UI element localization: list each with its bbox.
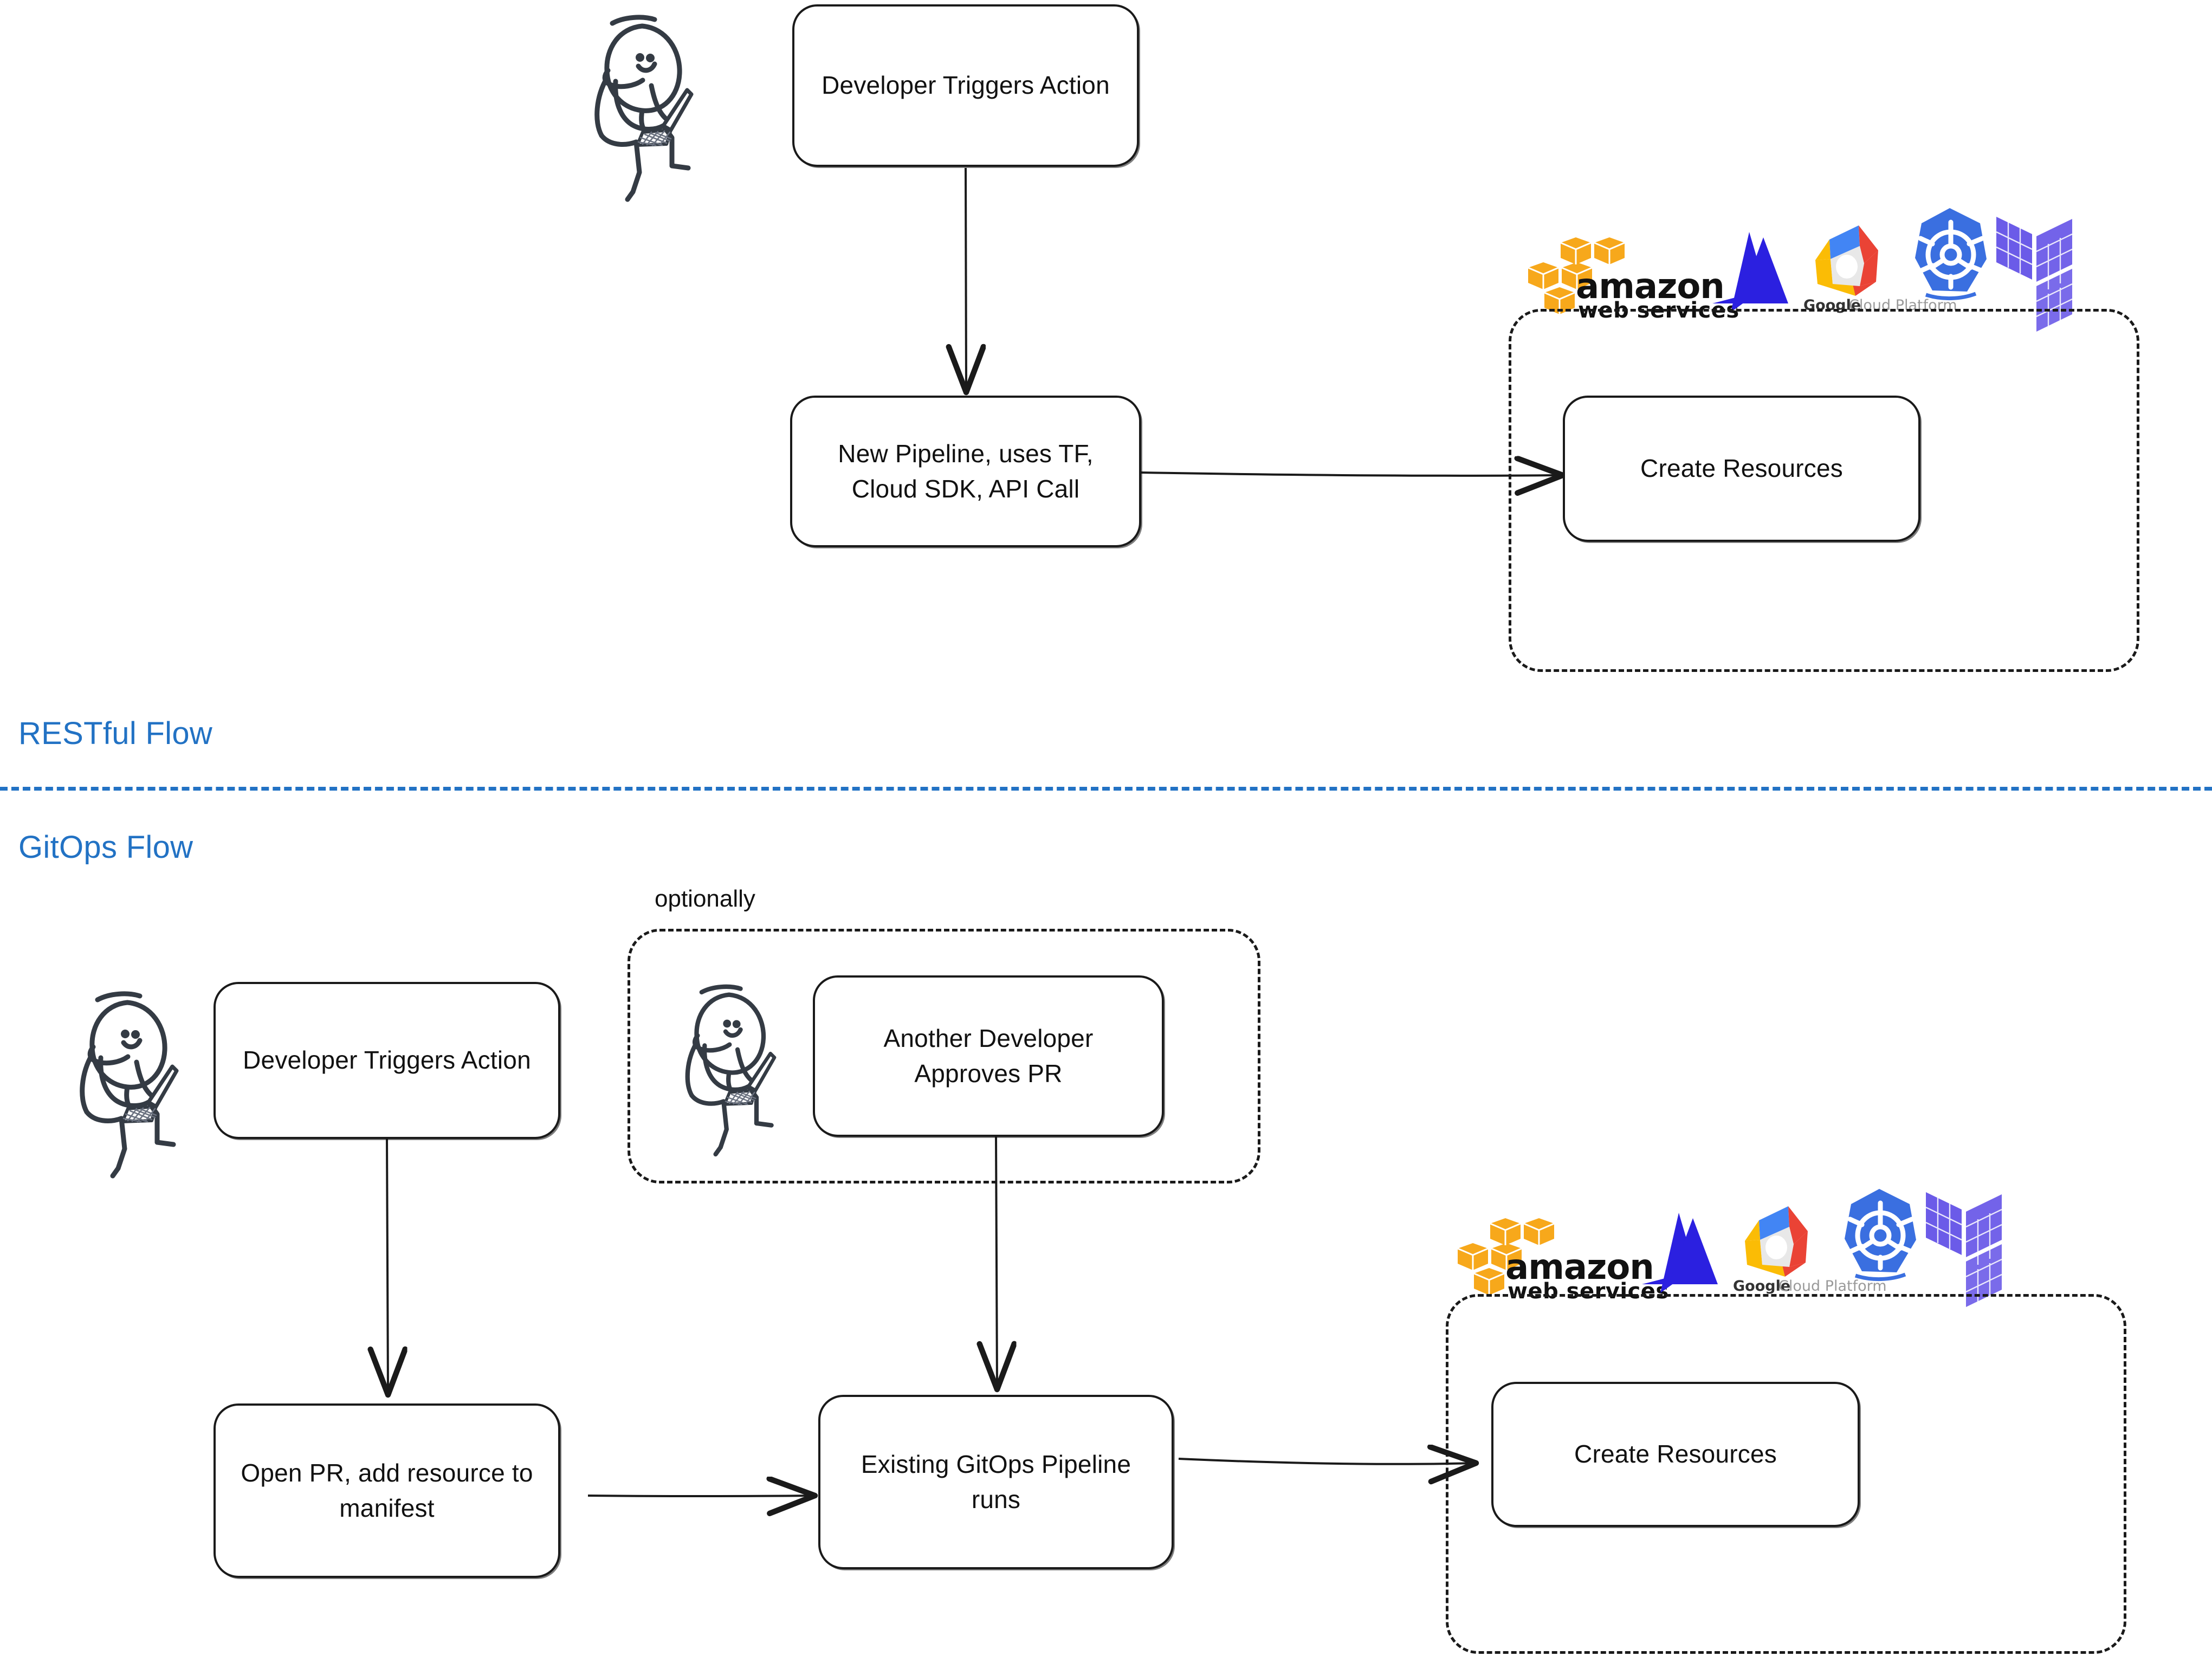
node-label: Open PR, add resource to manifest bbox=[241, 1458, 533, 1522]
node-open-pr[interactable]: Open PR, add resource to manifest bbox=[214, 1403, 560, 1578]
svg-text:Google: Google bbox=[1733, 1278, 1790, 1295]
node-existing-gitops-pipeline[interactable]: Existing GitOps Pipeline runs bbox=[818, 1395, 1174, 1569]
node-label: Another Developer Approves PR bbox=[883, 1024, 1094, 1088]
node-label: Create Resources bbox=[1574, 1440, 1777, 1469]
arrow-gitops-pipeline-to-create-resources bbox=[1178, 1459, 1474, 1464]
cloud-providers-group-restful bbox=[1509, 309, 2139, 672]
arrow-pipeline-to-create-resources bbox=[1140, 473, 1561, 476]
gcp-logo: Google Cloud Platform bbox=[1733, 1206, 1887, 1295]
section-divider bbox=[0, 787, 2212, 791]
node-developer-triggers-action-gitops[interactable]: Developer Triggers Action bbox=[214, 982, 560, 1139]
arrow-gitops-dev-to-openpr bbox=[387, 1137, 388, 1393]
developer-with-laptop-icon-gitops bbox=[80, 991, 179, 1179]
kubernetes-logo bbox=[1845, 1189, 1916, 1281]
developer-with-laptop-icon-restful bbox=[594, 15, 694, 202]
section-title-restful-flow: RESTful Flow bbox=[18, 716, 213, 751]
svg-text:Cloud Platform: Cloud Platform bbox=[1778, 1278, 1887, 1295]
node-create-resources-restful[interactable]: Create Resources bbox=[1563, 396, 1920, 542]
svg-text:amazon: amazon bbox=[1576, 267, 1724, 307]
node-label: Developer Triggers Action bbox=[822, 71, 1110, 100]
azure-logo bbox=[1642, 1213, 1718, 1293]
node-new-pipeline[interactable]: New Pipeline, uses TF, Cloud SDK, API Ca… bbox=[790, 396, 1141, 547]
gcp-logo: Google Cloud Platform bbox=[1803, 225, 1957, 314]
azure-logo bbox=[1712, 232, 1788, 312]
node-create-resources-gitops[interactable]: Create Resources bbox=[1491, 1382, 1860, 1527]
aws-logo: amazon web services bbox=[1457, 1218, 1668, 1304]
node-developer-triggers-action-restful[interactable]: Developer Triggers Action bbox=[792, 4, 1139, 167]
section-title-gitops-flow: GitOps Flow bbox=[18, 830, 193, 865]
optional-approval-group bbox=[628, 929, 1260, 1183]
node-another-developer-approves-pr[interactable]: Another Developer Approves PR bbox=[813, 975, 1164, 1137]
cloud-providers-group-gitops bbox=[1446, 1294, 2126, 1654]
optionally-label: optionally bbox=[655, 885, 755, 912]
node-label: Developer Triggers Action bbox=[243, 1046, 531, 1075]
node-label: Create Resources bbox=[1640, 454, 1843, 483]
node-label: New Pipeline, uses TF, Cloud SDK, API Ca… bbox=[838, 439, 1094, 503]
svg-text:amazon: amazon bbox=[1505, 1247, 1654, 1288]
node-label: Existing GitOps Pipeline runs bbox=[861, 1450, 1131, 1513]
kubernetes-logo bbox=[1915, 208, 1987, 300]
